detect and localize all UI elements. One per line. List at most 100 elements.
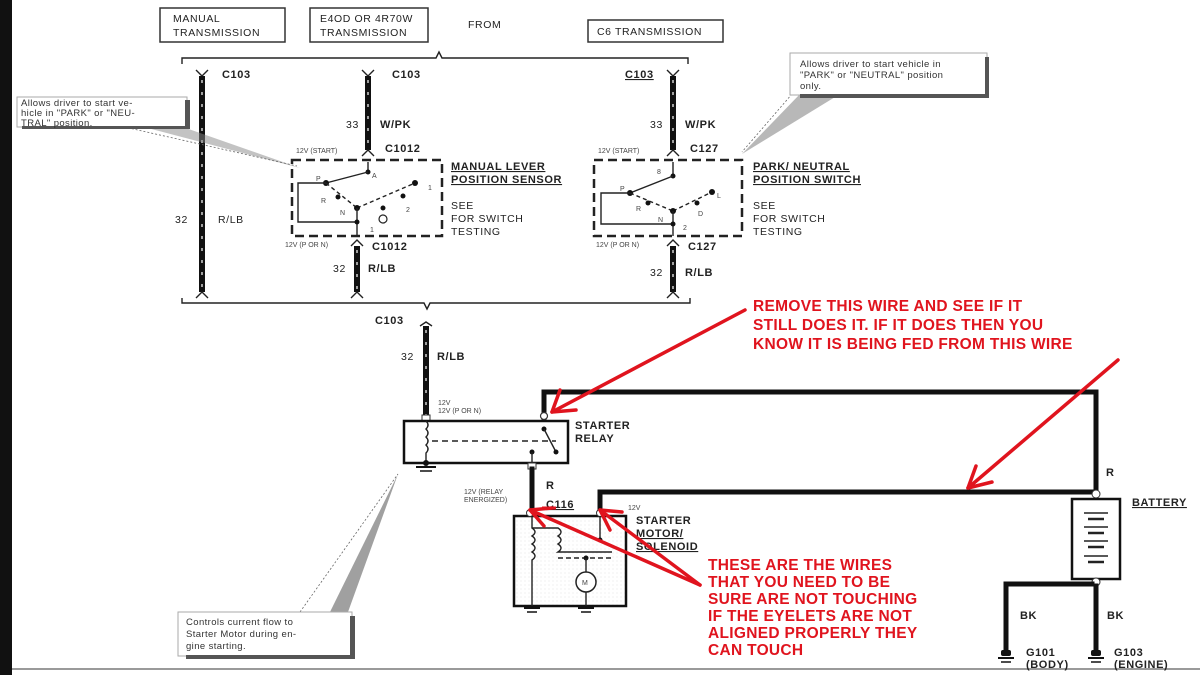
motor-symbol: M [582, 580, 588, 587]
wires-touching-line2: THAT YOU NEED TO BE [708, 574, 890, 591]
left-note-line2: hicle in "PARK" or "NEU- [21, 108, 135, 119]
c6-wire-33 [666, 69, 680, 157]
pnps-pos-d: D [698, 211, 703, 218]
wires-touching-annotation: THESE ARE THE WIRES THAT YOU NEED TO BE … [708, 557, 918, 659]
remove-wire-line3: KNOW IT IS BEING FED FROM THIS WIRE [753, 336, 1073, 353]
mlps-pos-1-bottom: 1 [370, 227, 374, 234]
wire-33-color-right: W/PK [685, 119, 716, 131]
wire-r-label-battery: R [1106, 467, 1115, 479]
relay-energized-label-1: 12V (RELAY [464, 489, 503, 496]
relay-12v-label: 12V [438, 400, 451, 407]
c103-label-left: C103 [222, 69, 251, 81]
pnps-title-line2: POSITION SWITCH [753, 174, 861, 186]
battery-starter-wire [597, 489, 1099, 516]
bottom-border-line [12, 668, 1200, 670]
park-neutral-position-switch: 8 P R N D L 2 [592, 158, 744, 238]
starter-12v-label: 12V [628, 505, 641, 512]
start-12v-label-mid: 12V (START) [296, 148, 337, 155]
c103-label-mid: C103 [392, 69, 421, 81]
mlps-pos-2: 2 [406, 207, 410, 214]
remove-wire-line2: STILL DOES IT. IF IT DOES THEN YOU [753, 317, 1043, 334]
red-arrow-to-relay [550, 308, 747, 414]
wire-32-num-right: 32 [650, 267, 663, 279]
manual-wire-32 [195, 69, 209, 299]
relay-battery-feed-wire [541, 389, 1099, 495]
right-note-line2: "PARK" or "NEUTRAL" position [800, 70, 943, 81]
starter-relay-label-1: STARTER [575, 420, 630, 432]
wire-32-num-lower: 32 [401, 351, 414, 363]
relay-eyelet [539, 411, 549, 421]
starter-motor-label-2: MOTOR/ [636, 528, 683, 540]
wire-bk-label-body: BK [1020, 610, 1037, 622]
wire-33-color-mid: W/PK [380, 119, 411, 131]
wires-touching-line3: SURE ARE NOT TOUCHING [708, 591, 918, 608]
mlps-pos-n: N [340, 210, 345, 217]
c1012-label-top: C1012 [385, 143, 420, 155]
pnps-pos-2: 2 [683, 225, 687, 232]
relay-note-line1: Controls current flow to [186, 617, 293, 628]
wires-touching-line1: THESE ARE THE WIRES [708, 557, 892, 574]
g101-sublabel: (BODY) [1026, 659, 1069, 671]
wire-33-num-mid: 33 [346, 119, 359, 131]
red-arrow-to-12v-terminal [598, 508, 702, 587]
pnps-pos-n: N [658, 217, 663, 224]
wire-32-color-left: R/LB [218, 214, 244, 226]
mlps-see-3: TESTING [451, 226, 501, 238]
wire-r-label-relay: R [546, 480, 555, 492]
pnps-pos-r: R [636, 206, 641, 213]
manual-lever-position-sensor: A P R N 2 1 1 [290, 158, 444, 238]
mlps-pos-r: R [321, 198, 326, 205]
c127-label-bottom: C127 [688, 241, 717, 253]
g103-sublabel: (ENGINE) [1114, 659, 1168, 671]
header-manual-line2: TRANSMISSION [173, 27, 260, 39]
c127-label-top: C127 [690, 143, 719, 155]
mlps-title-line1: MANUAL LEVER [451, 161, 545, 173]
top-harness-bracket [181, 50, 689, 64]
mlps-pos-1: 1 [428, 185, 432, 192]
wire-32-color-right: R/LB [685, 267, 713, 279]
pnps-pos-l: L [717, 193, 721, 200]
c103-label-right: C103 [625, 69, 654, 81]
wire-33-num-right: 33 [650, 119, 663, 131]
e4od-wire-33 [361, 69, 375, 157]
p-or-n-label-mid: 12V (P OR N) [285, 242, 328, 249]
wires-touching-line4: IF THE EYELETS ARE NOT [708, 608, 912, 625]
ground-icon-g103 [1088, 650, 1104, 663]
starter-relay [402, 419, 570, 472]
pnps-wire-32-bottom [666, 239, 680, 299]
relay-note-line3: gine starting. [186, 641, 246, 652]
ground-icon-g101 [998, 650, 1014, 663]
pnps-pos-8: 8 [657, 169, 661, 176]
g103-label: G103 [1114, 647, 1143, 659]
c103-label-lower: C103 [375, 315, 404, 327]
pnps-see-2: FOR SWITCH [753, 213, 826, 225]
relay-feed-wire-32 [419, 321, 433, 422]
p-or-n-label-right: 12V (P OR N) [596, 242, 639, 249]
mlps-pos-a: A [372, 173, 377, 180]
wires-touching-line6: CAN TOUCH [708, 642, 803, 659]
right-note-callout: Allows driver to start vehicle in "PARK"… [741, 52, 989, 154]
wire-32-num-mid: 32 [333, 263, 346, 275]
g101-label: G101 [1026, 647, 1055, 659]
pnps-see-1: SEE [753, 200, 776, 212]
mlps-see-2: FOR SWITCH [451, 213, 524, 225]
pnps-title-line1: PARK/ NEUTRAL [753, 161, 850, 173]
header-e4od-line1: E4OD OR 4R70W [320, 13, 413, 25]
header-manual-transmission: MANUAL TRANSMISSION [159, 7, 286, 43]
red-arrow-to-feed-wire [966, 358, 1120, 490]
wire-32-color-mid: R/LB [368, 263, 396, 275]
header-e4od-transmission: E4OD OR 4R70W TRANSMISSION [309, 7, 429, 43]
bottom-harness-bracket [181, 298, 691, 311]
left-note-line3: TRAL" position. [21, 118, 93, 129]
relay-p-or-n-label: 12V (P OR N) [438, 408, 481, 415]
header-c6-transmission: C6 TRANSMISSION [587, 19, 724, 43]
relay-energized-label-2: ENERGIZED) [464, 497, 507, 504]
ground-icon [524, 607, 594, 613]
c1012-label-bottom: C1012 [372, 241, 407, 253]
starter-motor-solenoid: M [512, 509, 628, 613]
battery [1070, 489, 1122, 587]
header-from: FROM [468, 19, 501, 31]
battery-label: BATTERY [1132, 497, 1187, 509]
starter-motor-label-1: STARTER [636, 515, 691, 527]
